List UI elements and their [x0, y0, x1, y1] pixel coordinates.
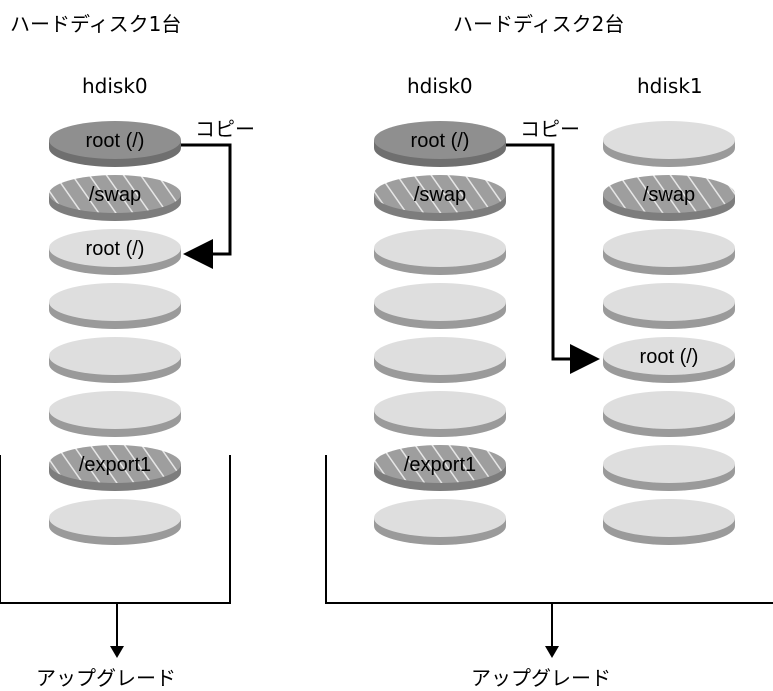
left-panel-title: ハードディスク1台: [10, 12, 182, 36]
disk-slice-label: /export1: [404, 454, 476, 476]
disk-slice-top: [603, 391, 735, 429]
disk-slice-label: /swap: [414, 184, 466, 206]
disk-slice: root (/): [49, 229, 181, 275]
disk-slice: [49, 337, 181, 383]
disk-slice-top: [49, 499, 181, 537]
disk-slice-top: [49, 229, 181, 267]
right-copy-label: コピー: [520, 117, 580, 141]
disk-slice: [374, 283, 506, 329]
disk-slice-top: [603, 445, 735, 483]
right-upgrade-arrowhead: [545, 646, 559, 658]
disk-slice-top: [603, 121, 735, 159]
disk-slice: root (/): [603, 337, 735, 383]
right-panel-title: ハードディスク2台: [453, 12, 625, 36]
disk-slice-top: [374, 283, 506, 321]
left-upgrade-label: アップグレード: [36, 666, 176, 690]
right-disk0-label: hdisk0: [407, 74, 473, 98]
disk-slice: /export1: [374, 445, 506, 491]
disk-slice-top: [374, 121, 506, 159]
disk-slice: [603, 283, 735, 329]
right-upgrade-label: アップグレード: [471, 666, 611, 690]
right-disk0-stack: root (/) /swap/export1: [374, 121, 506, 545]
disk-slice: [603, 229, 735, 275]
disk-slice: [603, 499, 735, 545]
disk-slice-top: [374, 391, 506, 429]
disk-slice: root (/): [374, 121, 506, 167]
disk-slice-label: root (/): [640, 346, 699, 368]
disk-slice-top: [603, 175, 735, 213]
left-copy-arrow: [181, 143, 232, 269]
left-copy-label: コピー: [195, 117, 255, 141]
disk-slice-label: root (/): [411, 130, 470, 152]
disk-slice-top: [374, 499, 506, 537]
disk-slice: [49, 391, 181, 437]
disk-slice: [603, 391, 735, 437]
disk-slice-label: /swap: [89, 184, 141, 206]
disk-slice: [374, 337, 506, 383]
disk-slice-top: [374, 337, 506, 375]
disk-slice: [49, 283, 181, 329]
disk-slice-top: [49, 175, 181, 213]
disk-slice: /swap: [49, 175, 181, 221]
disk-slice: [374, 391, 506, 437]
disk-slice-top: [49, 121, 181, 159]
disk-slice: /export1: [49, 445, 181, 491]
disk-slice-top: [603, 283, 735, 321]
disk-slice: root (/): [49, 121, 181, 167]
left-disk-stack: root (/) /swap root (/) /export1: [49, 121, 181, 545]
left-disk-label: hdisk0: [82, 74, 148, 98]
right-upgrade-bracket: [325, 455, 773, 604]
disk-slice-top: [49, 283, 181, 321]
disk-slice-top: [374, 229, 506, 267]
disk-slice-top: [603, 499, 735, 537]
disk-slice: [374, 229, 506, 275]
disk-slice-top: [49, 391, 181, 429]
disk-slice-top: [374, 445, 506, 483]
left-upgrade-arrowhead: [110, 646, 124, 658]
disk-slice-top: [49, 337, 181, 375]
disk-slice: /swap: [603, 175, 735, 221]
right-disk1-label: hdisk1: [637, 74, 703, 98]
disk-slice: /swap: [374, 175, 506, 221]
disk-slice-label: root (/): [86, 238, 145, 260]
right-disk1-stack: /swap root (/): [603, 121, 735, 545]
disk-slice-label: /swap: [643, 184, 695, 206]
disk-slice-top: [603, 337, 735, 375]
disk-slice: [603, 445, 735, 491]
disk-slice: [49, 499, 181, 545]
disk-slice-top: [374, 175, 506, 213]
disk-slice-top: [49, 445, 181, 483]
disk-slice-label: root (/): [86, 130, 145, 152]
left-upgrade-bracket: [0, 455, 231, 604]
disk-slice: [374, 499, 506, 545]
disk-slice-top: [603, 229, 735, 267]
disk-slice: [603, 121, 735, 167]
disk-slice-label: /export1: [79, 454, 151, 476]
right-copy-arrow: [506, 143, 600, 374]
